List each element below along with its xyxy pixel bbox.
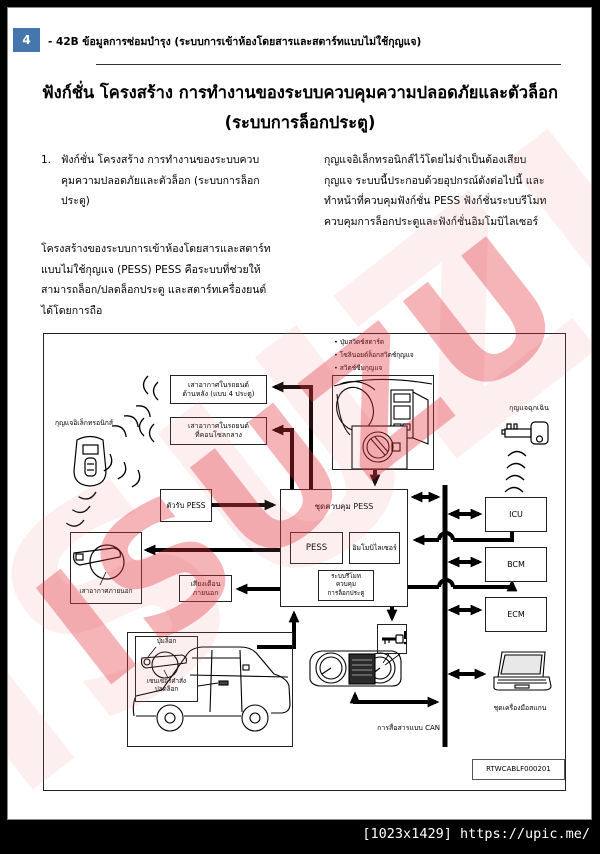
icu-box: ICU (485, 497, 547, 532)
arrow-to-console-antenna (271, 424, 294, 489)
emergency-key-label: กุญแจฉุกเฉิน (509, 404, 549, 412)
emergency-key-art (501, 421, 549, 445)
figure-code-box: RTWCABLF000201 (472, 759, 565, 780)
pess-control-unit-box: ชุดควบคุม PESS PESS อิมโมบิไลเซอร์ ระบบร… (280, 489, 408, 607)
bullet-key-switch: สวิตช์ซีมกุญแจ (334, 362, 382, 375)
external-buzzer-box: เสียงเตือน ภายนอก (179, 575, 232, 602)
car-image-frame (127, 632, 293, 747)
system-diagram: ปุ่มสวิตช์สตาร์ต โซลินอยด์ล็อกสวิตช์กุญแ… (43, 333, 566, 791)
electronic-key-label: กุญแจอิเล็กทรอนิกส์ (54, 419, 114, 427)
laptop-art (493, 651, 552, 691)
arrow-to-rear-antenna (271, 381, 313, 489)
arrow-cluster-bus (349, 691, 440, 708)
dashboard-image-frame (332, 375, 434, 470)
cluster-art (309, 650, 402, 687)
handle-inset-frame (135, 636, 198, 702)
immobilizer-box: อิมโมบิไลเซอร์ (349, 532, 400, 564)
console-antenna-box: เสาอากาศในรถยนต์ ที่คอนโซลกลาง (170, 417, 267, 445)
header-divider (96, 64, 561, 65)
icu-elbow-hop (437, 531, 455, 541)
bcm-box: BCM (485, 547, 547, 582)
unit-bcm-hop (437, 578, 455, 588)
lock-button-label: ปุ่มล็อก (156, 638, 177, 645)
arrow-car-to-unit (257, 610, 300, 649)
pess-function-box: PESS (290, 532, 343, 564)
item-text: ฟังก์ชั่น โครงสร้าง การทำงานของระบบควบ ค… (61, 154, 260, 207)
section-title: ฟังก์ชั่น โครงสร้าง การทำงานของระบบควบคุ… (41, 83, 559, 132)
external-antenna-label: เสาอากาศภายนอก (79, 587, 133, 595)
pess-control-unit-title: ชุดควบคุม PESS (314, 502, 374, 511)
pess-receiver-box: ตัวรับ PESS (160, 489, 212, 522)
icu-elbow (453, 532, 514, 542)
rear-antenna-box: เสาอากาศในรถยนต์ ด้านหลัง (แบบ 4 ประตู) (170, 375, 267, 404)
item-number: 1. (41, 154, 52, 166)
bullet-start-switch: ปุ่มสวิตช์สตาร์ต (334, 336, 384, 349)
footer-image-url: [1023x1429] https://upic.me/ (362, 826, 590, 842)
lock-button-art (140, 646, 188, 679)
diagram-line-art (65, 375, 552, 747)
scan-tool-label: ชุดเครื่องมือสแกน (493, 704, 547, 712)
key-warning-box (377, 624, 407, 654)
remote-lock-box: ระบบรีโมท ควบคุม การล็อกประตู (318, 570, 374, 601)
unlock-sensor-label: เซนเซอร์คำสั่ง ปลดล็อก (147, 678, 186, 694)
chapter-header: - 42B ข้อมูลการซ่อมบำรุง (ระบบการเข้าห้อ… (48, 36, 422, 48)
key-warning-icon-art (382, 631, 407, 645)
left-paragraph: โครงสร้างของระบบการเข้าห้องโดยสารและสตาร… (41, 243, 271, 317)
arrow-unit-to-bcm (453, 579, 518, 592)
key-fob-art (73, 435, 107, 487)
document-page: 4 - 42B ข้อมูลการซ่อมบำรุง (ระบบการเข้าห… (7, 7, 592, 820)
ext-antenna-image-frame (70, 532, 142, 604)
numbered-item: 1. ฟังก์ชั่น โครงสร้าง การทำงานของระบบคว… (41, 150, 325, 212)
bullet-key-solenoid: โซลินอยด์ล็อกสวิตช์กุญแจ (334, 349, 414, 362)
dashboard-art (333, 378, 433, 470)
page-number-badge: 4 (13, 28, 40, 52)
can-communication-label: การสื่อสารแบบ CAN (377, 724, 440, 732)
right-paragraph: กุญแจอิเล็กทรอนิกส์ไว้โดยไม่จำเป็นต้องเส… (324, 154, 547, 228)
door-handle-art (73, 544, 125, 586)
ecm-box: ECM (485, 597, 547, 632)
